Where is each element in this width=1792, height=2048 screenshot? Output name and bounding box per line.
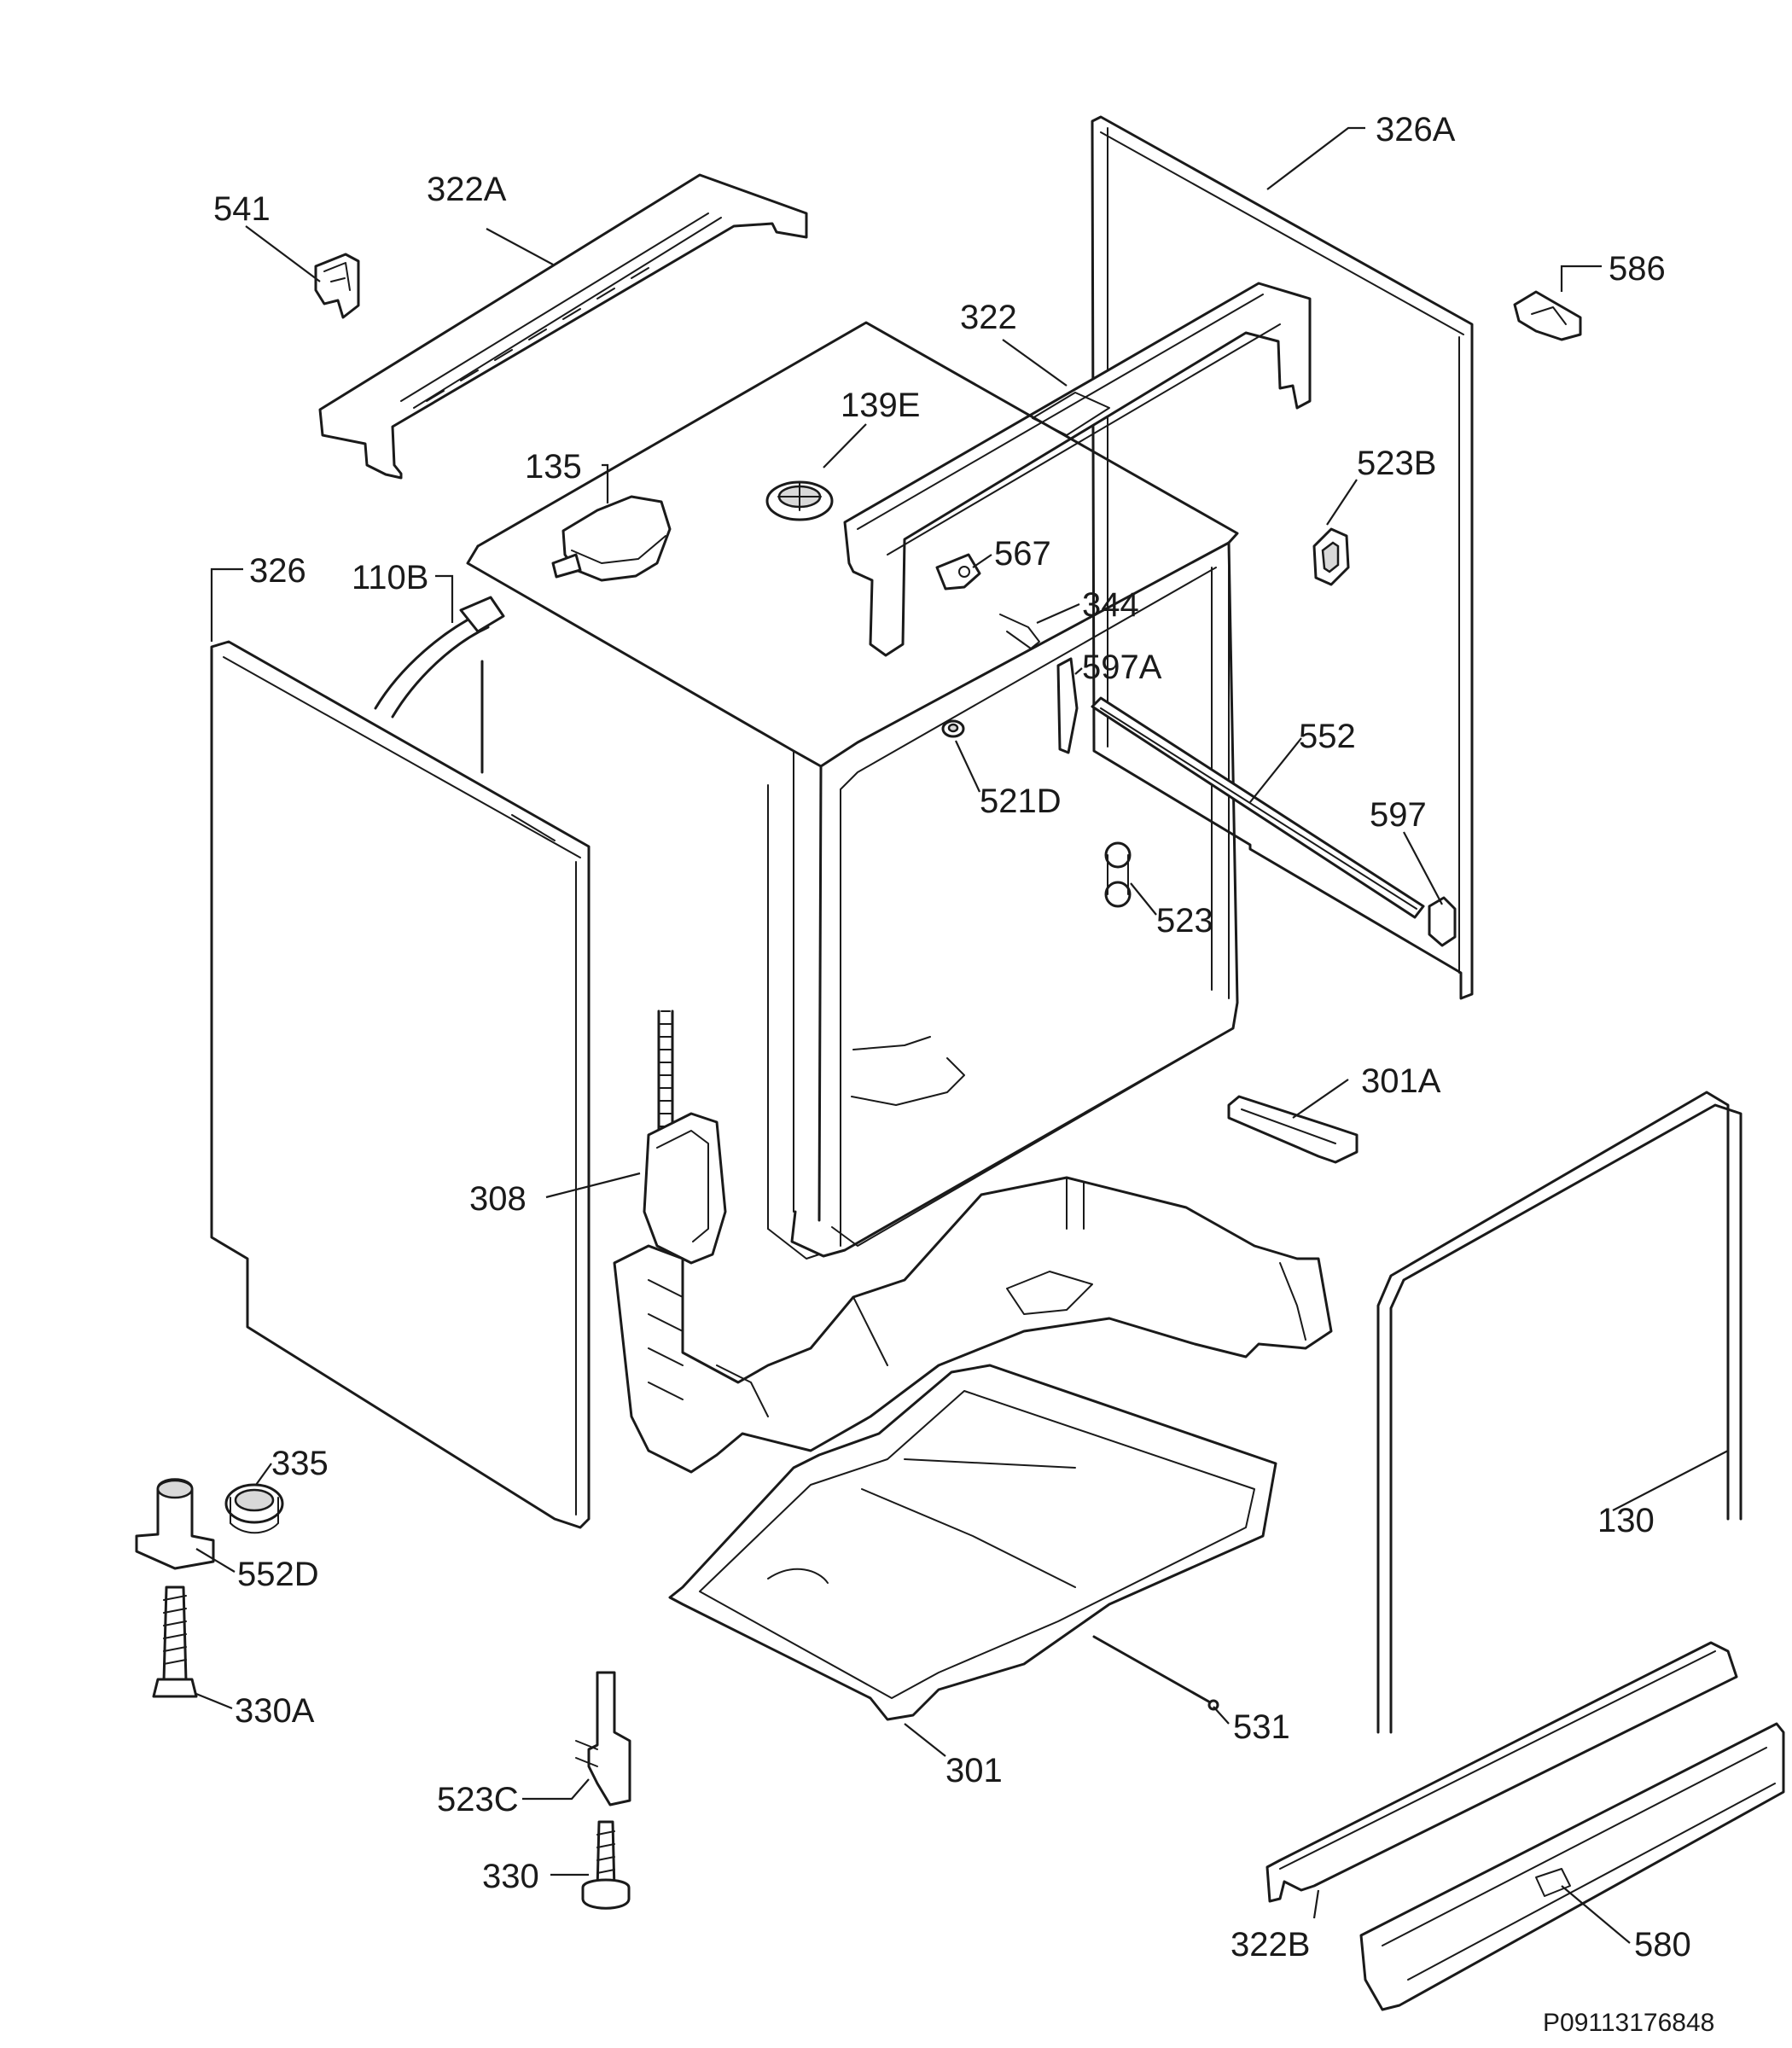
callout-523B: 523B — [1357, 445, 1436, 482]
part-523C-foot-bracket — [575, 1671, 631, 1807]
callout-521D: 521D — [980, 783, 1062, 820]
callout-326: 326 — [249, 552, 306, 590]
part-521D-grommet — [941, 719, 965, 738]
callout-322A: 322A — [427, 171, 507, 208]
part-330-screw — [581, 1820, 631, 1910]
callout-110B: 110B — [352, 559, 428, 596]
part-139E-cap — [765, 480, 834, 521]
callout-301A: 301A — [1361, 1062, 1441, 1100]
callout-344: 344 — [1082, 586, 1139, 624]
part-552-rail — [1091, 696, 1425, 919]
part-326A-side-panel — [1091, 115, 1474, 1000]
part-301A-cover — [1227, 1095, 1359, 1164]
callout-322B: 322B — [1231, 1926, 1310, 1964]
base-frame — [613, 1176, 1333, 1474]
callout-541: 541 — [213, 190, 271, 228]
callout-552: 552 — [1299, 718, 1356, 755]
callout-531: 531 — [1233, 1708, 1290, 1746]
part-541-clip — [314, 253, 360, 319]
leader-lines — [195, 126, 1729, 1944]
part-130-door-seal — [1376, 1091, 1743, 1734]
diagram-reference-code: P09113176848 — [1543, 2009, 1714, 2037]
callout-597A: 597A — [1082, 649, 1162, 686]
part-110B-hose — [374, 596, 505, 774]
callout-308: 308 — [469, 1180, 527, 1218]
callout-523: 523 — [1156, 902, 1213, 940]
part-322A-top-rail — [318, 173, 808, 480]
part-135-salt-container — [551, 495, 672, 582]
part-523B-bushing — [1312, 527, 1350, 586]
callout-301: 301 — [945, 1752, 1003, 1789]
callout-567: 567 — [994, 535, 1051, 573]
callout-326A: 326A — [1376, 111, 1456, 148]
part-322B-front-rail — [1265, 1641, 1738, 1903]
part-330A-screw — [152, 1585, 198, 1698]
callout-130: 130 — [1597, 1502, 1655, 1539]
part-580-kick-plate — [1359, 1722, 1785, 2011]
part-567-clip — [935, 553, 981, 591]
part-523-double-wheel — [1104, 841, 1132, 908]
callout-322: 322 — [960, 299, 1017, 336]
part-301-base-tray — [668, 1364, 1277, 1721]
part-531-rod — [1092, 1635, 1219, 1711]
callout-139E: 139E — [841, 387, 920, 424]
callout-135: 135 — [525, 448, 582, 486]
callout-586: 586 — [1609, 250, 1666, 288]
part-326-side-panel — [210, 640, 591, 1529]
callout-523C: 523C — [437, 1781, 519, 1818]
callout-330A: 330A — [235, 1692, 315, 1730]
part-586-bracket — [1513, 290, 1582, 341]
part-552D-actuator — [135, 1478, 215, 1570]
callout-labels: 541 322A 326A 586 322 139E 135 523B 326 … — [213, 111, 1714, 2037]
part-597A-latch — [1056, 657, 1079, 754]
part-322-rear-frame — [843, 282, 1312, 657]
callout-597: 597 — [1370, 796, 1427, 834]
callout-552D: 552D — [237, 1556, 319, 1593]
part-344-spring-clip — [999, 614, 1040, 649]
part-335-gear — [224, 1483, 284, 1534]
callout-335: 335 — [271, 1445, 329, 1482]
callout-580: 580 — [1634, 1926, 1691, 1964]
part-597-latch-hook — [1428, 896, 1457, 947]
part-308-hinge — [643, 1009, 727, 1265]
callout-330: 330 — [482, 1858, 539, 1895]
